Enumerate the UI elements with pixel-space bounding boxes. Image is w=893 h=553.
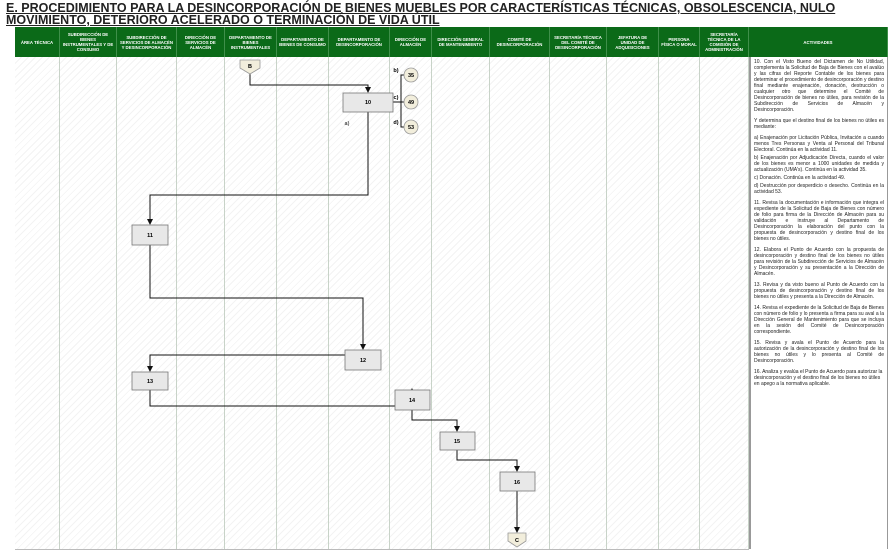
activity-text: d) Destrucción por desperdicio o desecho… [754,183,884,195]
column-header: JEFATURA DE UNIDAD DE ADQUISICIONES [607,27,659,57]
activity-text: b) Enajenación por Adjudicación Directa,… [754,155,884,173]
connector-lines [147,72,520,533]
column-header: PERSONA FÍSICA O MORAL [659,27,700,57]
swimlane-header: ÁREA TÉCNICA SUBDIRECCIÓN DE BIENES INST… [15,27,888,57]
column-header: SECRETARÍA TÉCNICA DE LA COMISIÓN DE ADM… [700,27,749,57]
offpage-connector-c: C [507,532,527,548]
lane [117,57,177,549]
column-header: COMITÉ DE DESINCORPORACIÓN [490,27,550,57]
column-header: DIRECCIÓN GENERAL DE MANTENIMIENTO [432,27,490,57]
step-10: 10 [342,92,394,113]
activity-text: 14. Revisa el expediente de la Solicitud… [754,305,884,335]
lane [432,57,490,549]
svg-text:11: 11 [147,233,153,239]
connector-35: 35 [403,67,419,83]
step-16: 16 [499,471,536,492]
column-header: ÁREA TÉCNICA [15,27,60,57]
step-11: 11 [131,224,169,246]
svg-text:35: 35 [408,73,414,79]
page-title: E. PROCEDIMIENTO PARA LA DESINCORPORACIÓ… [6,1,836,27]
swimlane-body [15,57,749,550]
activity-text: Y determina que el destino final de los … [754,118,884,130]
lane [550,57,607,549]
svg-text:53: 53 [408,125,414,131]
activity-text: 12. Elabora el Punto de Acuerdo con la p… [754,247,884,277]
activity-text: 11. Revisa la documentación e informació… [754,200,884,242]
lane [700,57,749,549]
branch-label: b) [393,68,398,74]
svg-text:15: 15 [454,439,460,445]
branch-label: a) [345,121,350,127]
column-header: DEPARTAMENTO DE DESINCORPORACIÓN [329,27,390,57]
activity-text: a) Enajenación por Licitación Pública, I… [754,135,884,153]
step-14: 14 [394,389,431,411]
connector-49: 49 [403,94,419,110]
lane [659,57,700,549]
column-header: SUBDIRECCIÓN DE SERVICIOS DE ALMACÉN Y D… [117,27,177,57]
svg-text:12: 12 [360,358,366,364]
lane [225,57,277,549]
column-header: ACTIVIDADES [749,27,888,57]
step-12: 12 [344,349,382,371]
lane [607,57,659,549]
activity-text: c) Donación. Continúa en la actividad 49… [754,175,846,181]
lane [15,57,60,549]
step-13: 13 [131,371,169,391]
lane [277,57,329,549]
activity-text: 10. Con el Visto Bueno del Dictamen de N… [754,59,884,113]
svg-text:C: C [515,538,519,544]
column-header: DEPARTAMENTO DE BIENES DE CONSUMO [277,27,329,57]
activities-column: 10. Con el Visto Bueno del Dictamen de N… [749,57,888,549]
lane [329,57,390,549]
offpage-connector-b: B [239,59,261,75]
step-15: 15 [439,431,476,451]
branch-label: d) [393,120,398,126]
lane [390,57,432,549]
svg-text:B: B [248,64,252,70]
activity-text: 16. Analiza y evalúa el Punto de Acuerdo… [754,369,883,387]
lane [177,57,225,549]
lane [60,57,117,549]
activity-text: 15. Revisa y avala el Punto de Acuerdo p… [754,340,884,364]
column-header: SUBDIRECCIÓN DE BIENES INSTRUMENTALES Y … [60,27,117,57]
column-header: SECRETARÍA TÉCNICA DEL COMITÉ DE DESINCO… [550,27,607,57]
svg-text:13: 13 [147,379,153,385]
connector-53: 53 [403,119,419,135]
column-header: DEPARTAMENTO DE BIENES INSTRUMENTALES [225,27,277,57]
lane [490,57,550,549]
column-header: DIRECCIÓN DE ALMACÉN [390,27,432,57]
svg-text:10: 10 [365,100,371,106]
svg-text:16: 16 [514,480,520,486]
svg-text:14: 14 [409,398,416,404]
svg-text:49: 49 [408,100,414,106]
activity-text: 13. Revisa y da visto bueno al Punto de … [754,282,884,300]
column-header: DIRECCIÓN DE SERVICIOS DE ALMACÉN [177,27,225,57]
branch-label: c) [394,95,399,101]
